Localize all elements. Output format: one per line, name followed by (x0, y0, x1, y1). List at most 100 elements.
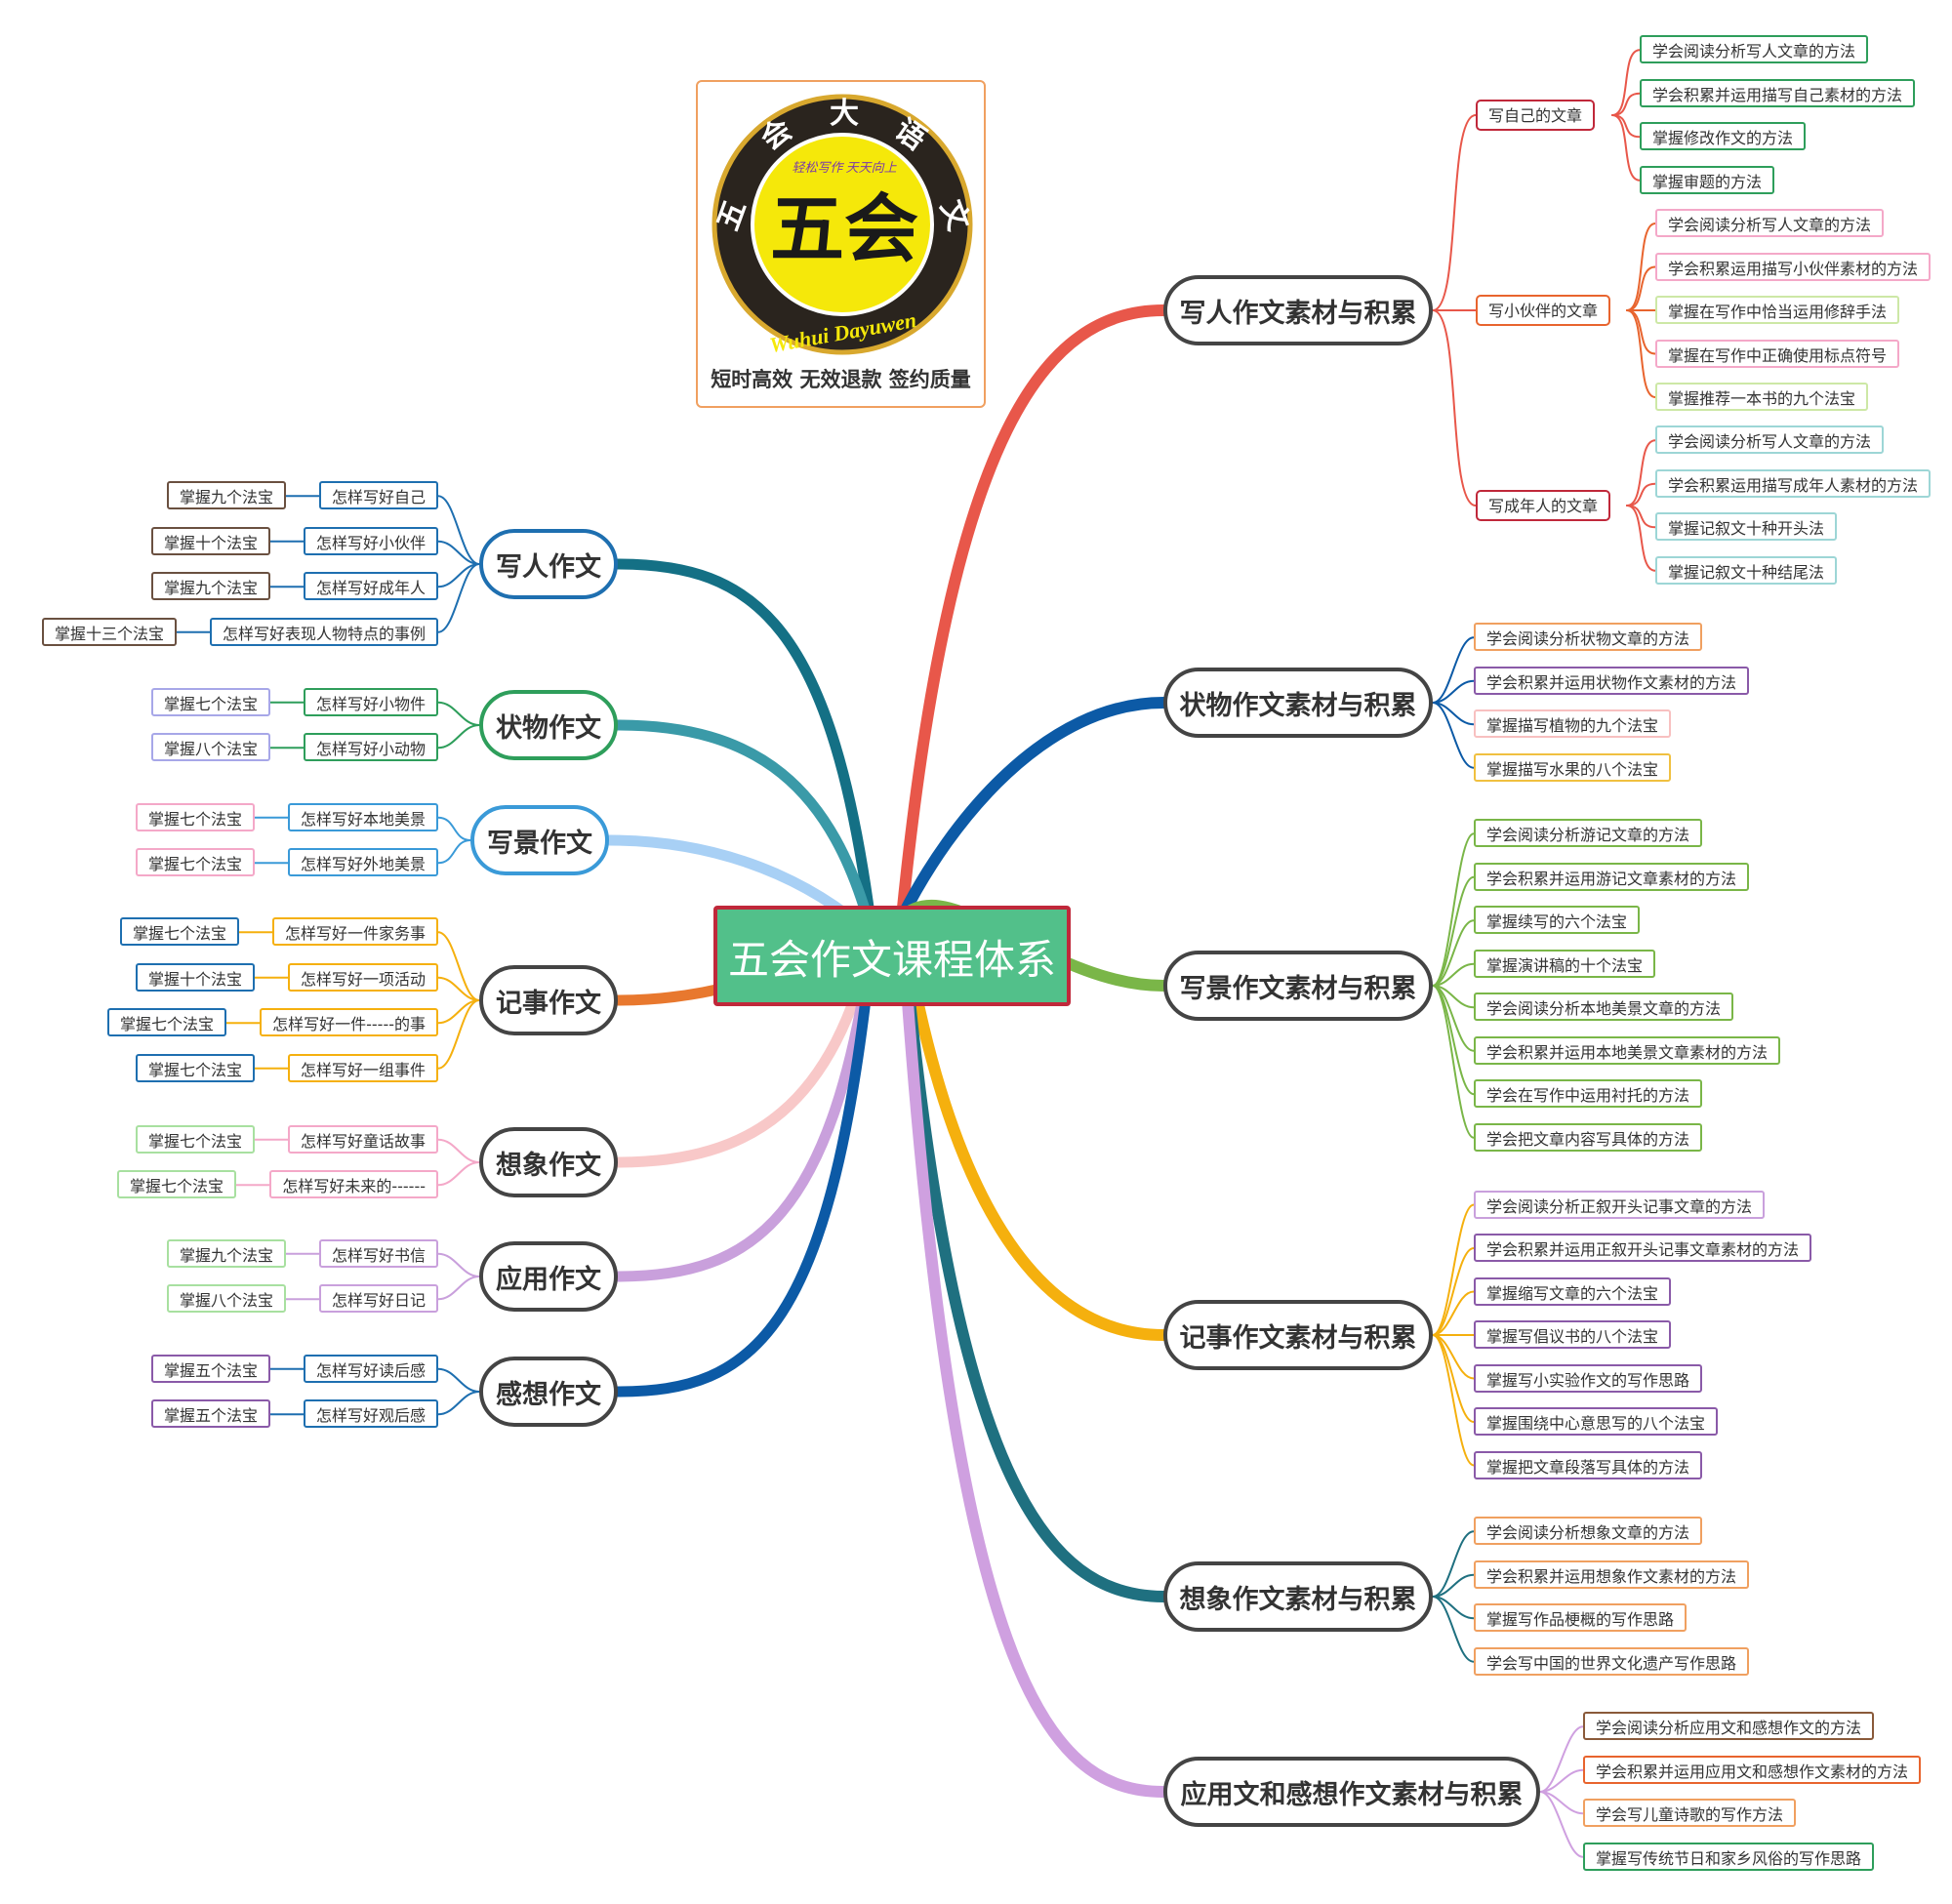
topic-item[interactable]: 掌握写传统节日和家乡风俗的写作思路 (1583, 1842, 1875, 1871)
connector-line (1432, 1334, 1475, 1423)
method-item[interactable]: 怎样写好本地美景 (287, 802, 438, 831)
method-item[interactable]: 怎样写好成年人 (303, 572, 438, 601)
method-item[interactable]: 怎样写好读后感 (303, 1354, 438, 1383)
topic-item[interactable]: 掌握推荐一本书的九个法宝 (1655, 383, 1869, 411)
method-leaf[interactable]: 掌握七个法宝 (135, 1053, 255, 1082)
branch-left[interactable]: 记事作文 (479, 965, 618, 1035)
method-leaf[interactable]: 掌握十三个法宝 (41, 617, 177, 646)
branch-right[interactable]: 写人作文素材与积累 (1163, 275, 1433, 345)
topic-item[interactable]: 掌握围绕中心意思写的八个法宝 (1474, 1407, 1719, 1436)
branch-left[interactable]: 写人作文 (479, 529, 618, 599)
topic-item[interactable]: 掌握演讲稿的十个法宝 (1474, 949, 1656, 978)
method-leaf[interactable]: 掌握九个法宝 (166, 1238, 286, 1268)
branch-right[interactable]: 想象作文素材与积累 (1163, 1561, 1433, 1632)
topic-item[interactable]: 掌握描写植物的九个法宝 (1474, 709, 1672, 739)
method-item[interactable]: 怎样写好小伙伴 (303, 526, 438, 555)
topic-item[interactable]: 掌握写小实验作文的写作思路 (1474, 1363, 1703, 1393)
branch-left[interactable]: 应用作文 (479, 1241, 618, 1312)
topic-item[interactable]: 学会积累并运用游记文章素材的方法 (1474, 862, 1750, 891)
subtopic-right[interactable]: 写小伙伴的文章 (1476, 295, 1611, 326)
method-leaf[interactable]: 掌握七个法宝 (150, 687, 270, 716)
method-item[interactable]: 怎样写好一组事件 (287, 1053, 438, 1082)
subtopic-right[interactable]: 写成年人的文章 (1476, 490, 1611, 521)
topic-item[interactable]: 掌握写作品梗概的写作思路 (1474, 1603, 1688, 1633)
method-item[interactable]: 怎样写好观后感 (303, 1399, 438, 1429)
subtopic-right[interactable]: 写自己的文章 (1476, 100, 1596, 131)
topic-item[interactable]: 掌握修改作文的方法 (1640, 122, 1807, 151)
branch-right[interactable]: 状物作文素材与积累 (1163, 668, 1433, 738)
method-leaf[interactable]: 掌握五个法宝 (150, 1354, 270, 1383)
method-leaf[interactable]: 掌握九个法宝 (150, 572, 270, 601)
topic-item[interactable]: 学会阅读分析写人文章的方法 (1640, 35, 1869, 64)
method-item[interactable]: 怎样写好童话故事 (287, 1124, 438, 1154)
method-item[interactable]: 怎样写好一件-----的事 (260, 1008, 438, 1037)
topic-item[interactable]: 掌握描写水果的八个法宝 (1474, 752, 1672, 782)
topic-item[interactable]: 学会积累并运用本地美景文章素材的方法 (1474, 1035, 1781, 1065)
method-item[interactable]: 怎样写好书信 (318, 1238, 438, 1268)
connector-line (437, 1138, 480, 1163)
topic-item[interactable]: 掌握写倡议书的八个法宝 (1474, 1320, 1672, 1349)
method-item[interactable]: 怎样写好一项活动 (287, 962, 438, 992)
method-leaf[interactable]: 掌握五个法宝 (150, 1399, 270, 1429)
topic-item[interactable]: 学会积累并运用描写自己素材的方法 (1640, 78, 1916, 107)
topic-item[interactable]: 学会阅读分析状物文章的方法 (1474, 623, 1703, 652)
branch-right[interactable]: 写景作文素材与积累 (1163, 951, 1433, 1021)
connector-line (437, 1391, 480, 1416)
topic-item[interactable]: 掌握把文章段落写具体的方法 (1474, 1450, 1703, 1479)
method-item[interactable]: 怎样写好自己 (318, 481, 438, 510)
topic-item[interactable]: 学会阅读分析想象文章的方法 (1474, 1517, 1703, 1546)
branch-left[interactable]: 写景作文 (470, 805, 609, 875)
connector-line (896, 911, 1169, 1798)
method-leaf[interactable]: 掌握八个法宝 (166, 1284, 286, 1314)
topic-item[interactable]: 学会积累运用描写小伙伴素材的方法 (1655, 252, 1932, 281)
topic-item[interactable]: 掌握记叙文十种开头法 (1655, 512, 1838, 542)
topic-item[interactable]: 学会阅读分析正叙开头记事文章的方法 (1474, 1190, 1766, 1219)
branch-left[interactable]: 想象作文 (479, 1127, 618, 1197)
topic-item[interactable]: 学会积累并运用想象作文素材的方法 (1474, 1560, 1750, 1589)
method-item[interactable]: 怎样写好一件家务事 (271, 917, 438, 947)
central-topic[interactable]: 五会作文课程体系 (713, 906, 1071, 1006)
topic-item[interactable]: 掌握在写作中恰当运用修辞手法 (1655, 296, 1900, 324)
method-leaf[interactable]: 掌握七个法宝 (135, 802, 255, 831)
topic-item[interactable]: 掌握记叙文十种结尾法 (1655, 555, 1838, 585)
branch-left[interactable]: 状物作文 (479, 690, 618, 760)
topic-item[interactable]: 学会写中国的世界文化遗产写作思路 (1474, 1646, 1750, 1676)
topic-item[interactable]: 学会阅读分析写人文章的方法 (1655, 209, 1885, 237)
method-leaf[interactable]: 掌握八个法宝 (150, 733, 270, 762)
branch-right[interactable]: 应用文和感想作文素材与积累 (1163, 1757, 1540, 1827)
topic-item[interactable]: 学会积累运用描写成年人素材的方法 (1655, 468, 1932, 498)
topic-item[interactable]: 学会阅读分析写人文章的方法 (1655, 425, 1885, 455)
method-leaf[interactable]: 掌握十个法宝 (135, 962, 255, 992)
method-item[interactable]: 怎样写好表现人物特点的事例 (209, 617, 438, 646)
topic-item[interactable]: 学会积累并运用正叙开头记事文章素材的方法 (1474, 1234, 1812, 1262)
method-leaf[interactable]: 掌握十个法宝 (150, 526, 270, 555)
method-item[interactable]: 怎样写好日记 (318, 1284, 438, 1314)
topic-item[interactable]: 学会阅读分析应用文和感想作文的方法 (1583, 1712, 1875, 1741)
topic-item[interactable]: 学会阅读分析游记文章的方法 (1474, 819, 1703, 848)
topic-item[interactable]: 学会积累并运用应用文和感想作文素材的方法 (1583, 1755, 1922, 1784)
method-leaf[interactable]: 掌握九个法宝 (166, 481, 286, 510)
branch-left[interactable]: 感想作文 (479, 1357, 618, 1427)
branch-right[interactable]: 记事作文素材与积累 (1163, 1300, 1433, 1370)
method-leaf[interactable]: 掌握七个法宝 (106, 1008, 226, 1037)
method-leaf[interactable]: 掌握七个法宝 (135, 848, 255, 877)
topic-item[interactable]: 学会在写作中运用衬托的方法 (1474, 1079, 1703, 1109)
topic-item[interactable]: 学会阅读分析本地美景文章的方法 (1474, 993, 1734, 1022)
method-leaf[interactable]: 掌握七个法宝 (119, 917, 239, 947)
method-leaf[interactable]: 掌握七个法宝 (116, 1170, 236, 1199)
topic-item[interactable]: 掌握缩写文章的六个法宝 (1474, 1276, 1672, 1306)
connector-line (1611, 114, 1641, 182)
topic-item[interactable]: 掌握续写的六个法宝 (1474, 906, 1641, 935)
method-leaf[interactable]: 掌握七个法宝 (135, 1124, 255, 1154)
topic-item[interactable]: 学会把文章内容写具体的方法 (1474, 1122, 1703, 1152)
method-item[interactable]: 怎样写好小物件 (303, 687, 438, 716)
topic-item[interactable]: 学会写儿童诗歌的写作方法 (1583, 1799, 1797, 1828)
method-item[interactable]: 怎样写好小动物 (303, 733, 438, 762)
topic-item[interactable]: 掌握在写作中正确使用标点符号 (1655, 339, 1900, 368)
topic-item[interactable]: 掌握审题的方法 (1640, 165, 1775, 194)
method-item[interactable]: 怎样写好外地美景 (287, 848, 438, 877)
topic-item[interactable]: 学会积累并运用状物作文素材的方法 (1474, 666, 1750, 695)
method-item[interactable]: 怎样写好未来的------ (269, 1170, 438, 1199)
connector-line (437, 1276, 480, 1301)
connector-line (612, 719, 878, 943)
